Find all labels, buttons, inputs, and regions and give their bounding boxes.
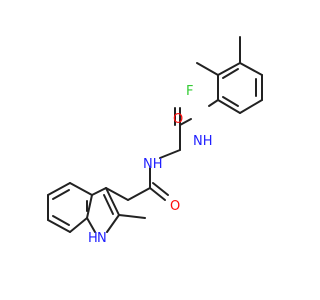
- bond-n-carbonyl: [179, 118, 192, 126]
- bond-indole-five: [106, 214, 120, 233]
- bond-indole-benzene: [47, 219, 71, 233]
- bond-indole-benzene-inner: [52, 215, 70, 226]
- bond-indole-benzene: [69, 217, 88, 233]
- bond-ring-top-inner: [222, 96, 239, 107]
- atom-labels: F NH O NH O N H: [88, 84, 213, 246]
- bond-ring-top: [217, 99, 241, 114]
- bond-ring-top: [239, 99, 263, 114]
- bond-indole-benzene: [69, 182, 93, 196]
- bond-ring-top-inner: [222, 68, 239, 79]
- bond-ch2-indole: [105, 187, 129, 201]
- bond-indole-benzene-inner: [52, 189, 70, 200]
- bond-indole-five: [105, 187, 120, 216]
- atom-label-n-indole: N: [97, 231, 107, 246]
- bond-indole-five: [86, 194, 93, 219]
- atom-label-o-lower: O: [170, 199, 180, 214]
- bond-lines: [47, 36, 263, 233]
- bond-c-f: [196, 62, 219, 76]
- atom-label-o-upper: O: [173, 112, 183, 127]
- atom-label-nh-anilide: NH: [193, 134, 213, 149]
- atom-label-h-indole: H: [88, 231, 98, 246]
- bond-indole-benzene: [47, 182, 71, 196]
- molecule-structure: F NH O NH O N H: [47, 36, 263, 246]
- bond-ring-top: [217, 62, 241, 76]
- atom-label-nh-glycine: NH: [143, 157, 163, 172]
- bond-indole-methyl: [118, 214, 146, 219]
- bond-indole-five: [91, 187, 107, 196]
- bond-indole-five-inner: [103, 194, 114, 215]
- bond-ring-top: [239, 62, 263, 76]
- bond-carbonyl-ch2-lower: [127, 187, 151, 201]
- atom-label-f: F: [186, 84, 193, 99]
- bond-ch2-n: [159, 149, 181, 159]
- bond-co-lower: [152, 182, 169, 196]
- bond-ring-n: [208, 99, 219, 107]
- bond-co-lower: [149, 187, 166, 201]
- bond-indole-five: [86, 217, 96, 233]
